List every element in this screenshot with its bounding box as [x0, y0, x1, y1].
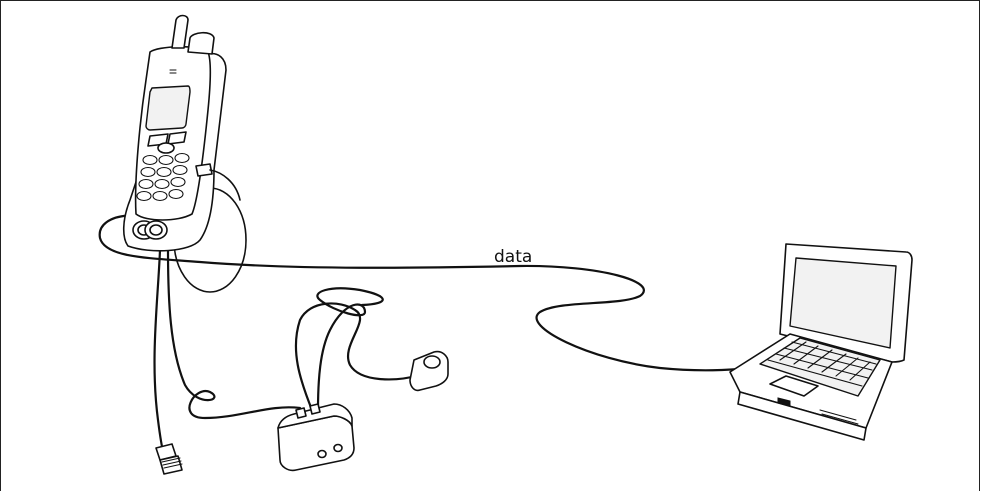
- antenna-cables: [153, 248, 302, 458]
- data-cable-label: data: [494, 247, 532, 267]
- accessory-cables: [294, 287, 422, 412]
- antenna-connector: [155, 443, 183, 475]
- laptop: [729, 243, 913, 441]
- junction-box: [277, 403, 355, 472]
- puck-accessory: [409, 350, 449, 392]
- satellite-phone-in-cradle: [122, 14, 241, 252]
